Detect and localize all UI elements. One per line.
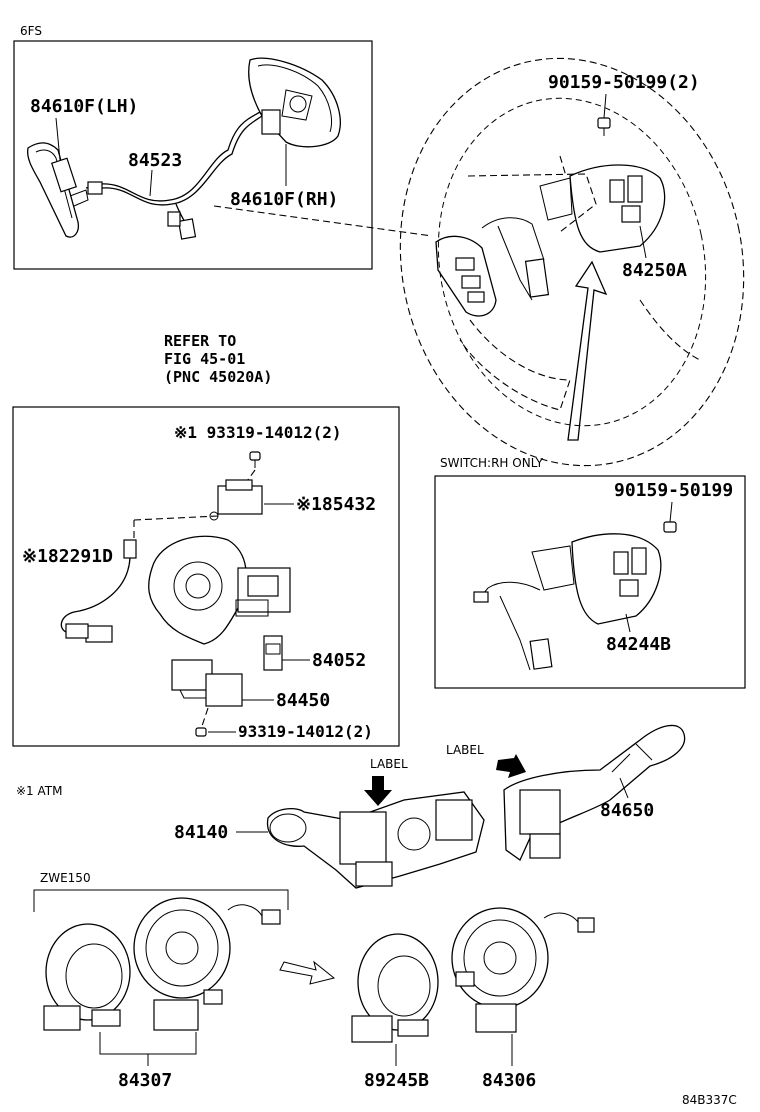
screw-90159-box	[663, 521, 677, 533]
paddle-lh-drawing	[26, 142, 89, 238]
spiral-84307-right-drawing	[133, 897, 281, 1031]
label-arrow-right	[496, 754, 526, 778]
zwe150-bracket	[33, 889, 289, 912]
figure-code: 84B337C	[682, 1093, 737, 1107]
refer-line-3: (PNC 45020A)	[164, 368, 272, 386]
part-84450: 84450	[276, 690, 330, 711]
bracket-84307	[99, 1032, 197, 1055]
refer-line-2: FIG 45-01	[164, 350, 245, 368]
label-arrow-left	[364, 776, 392, 806]
spiral-84306-drawing	[451, 907, 595, 1033]
refer-line-1: REFER TO	[164, 332, 236, 350]
steering-wheel-drawing	[399, 57, 745, 467]
screw-93319-top	[249, 451, 261, 468]
switch-84244b-drawing	[473, 533, 662, 671]
part-84052-drawing	[263, 635, 283, 671]
screw-93319-bottom	[195, 727, 207, 737]
label-note-right: LABEL	[446, 743, 484, 757]
part-84250a: 84250A	[622, 260, 687, 281]
part-84052: 84052	[312, 650, 366, 671]
zwe150-note: ZWE150	[40, 871, 91, 885]
wiper-switch-84650-drawing	[503, 724, 686, 861]
sensor-82291d-drawing	[60, 539, 137, 643]
label-note-left: LABEL	[370, 757, 408, 771]
part-84610f-rh: 84610F(RH)	[230, 189, 338, 210]
paddle-switch-box	[13, 40, 373, 270]
switch-rh-box	[434, 475, 746, 689]
part-90159-50199-top: 90159-50199(2)	[548, 72, 700, 93]
switch-rh-only-note: SWITCH:RH ONLY	[440, 456, 544, 470]
sensor-85432-drawing	[209, 479, 263, 521]
part-84307: 84307	[118, 1070, 172, 1091]
part-90159-50199-box: 90159-50199	[614, 480, 733, 501]
part-84244b: 84244B	[606, 634, 671, 655]
atm-note: ※1 ATM	[16, 784, 62, 798]
part-93319-bottom: 93319-14012(2)	[238, 722, 373, 741]
paddle-rh-drawing	[248, 57, 341, 148]
variant-6fs-label: 6FS	[20, 24, 42, 38]
part-84450-drawing	[171, 659, 243, 707]
cover-84307-left-drawing	[43, 923, 131, 1031]
part-89245b: 89245B	[364, 1070, 429, 1091]
screw-90159-top	[597, 117, 611, 136]
part-84610f-lh: 84610F(LH)	[30, 96, 138, 117]
part-85432: ※185432	[296, 494, 376, 515]
part-84523: 84523	[128, 150, 182, 171]
part-93319-top: ※1 93319-14012(2)	[174, 423, 342, 442]
part-84306: 84306	[482, 1070, 536, 1091]
spiral-cable-body-drawing	[148, 535, 291, 645]
part-82291d: ※182291D	[22, 546, 113, 567]
part-84650: 84650	[600, 800, 654, 821]
harness-84523-drawing	[85, 111, 263, 240]
direction-arrow	[279, 960, 336, 985]
combination-switch-box	[12, 406, 400, 747]
cover-89245b-drawing	[351, 933, 439, 1043]
headlamp-switch-84140-drawing	[267, 791, 485, 889]
part-84140: 84140	[174, 822, 228, 843]
